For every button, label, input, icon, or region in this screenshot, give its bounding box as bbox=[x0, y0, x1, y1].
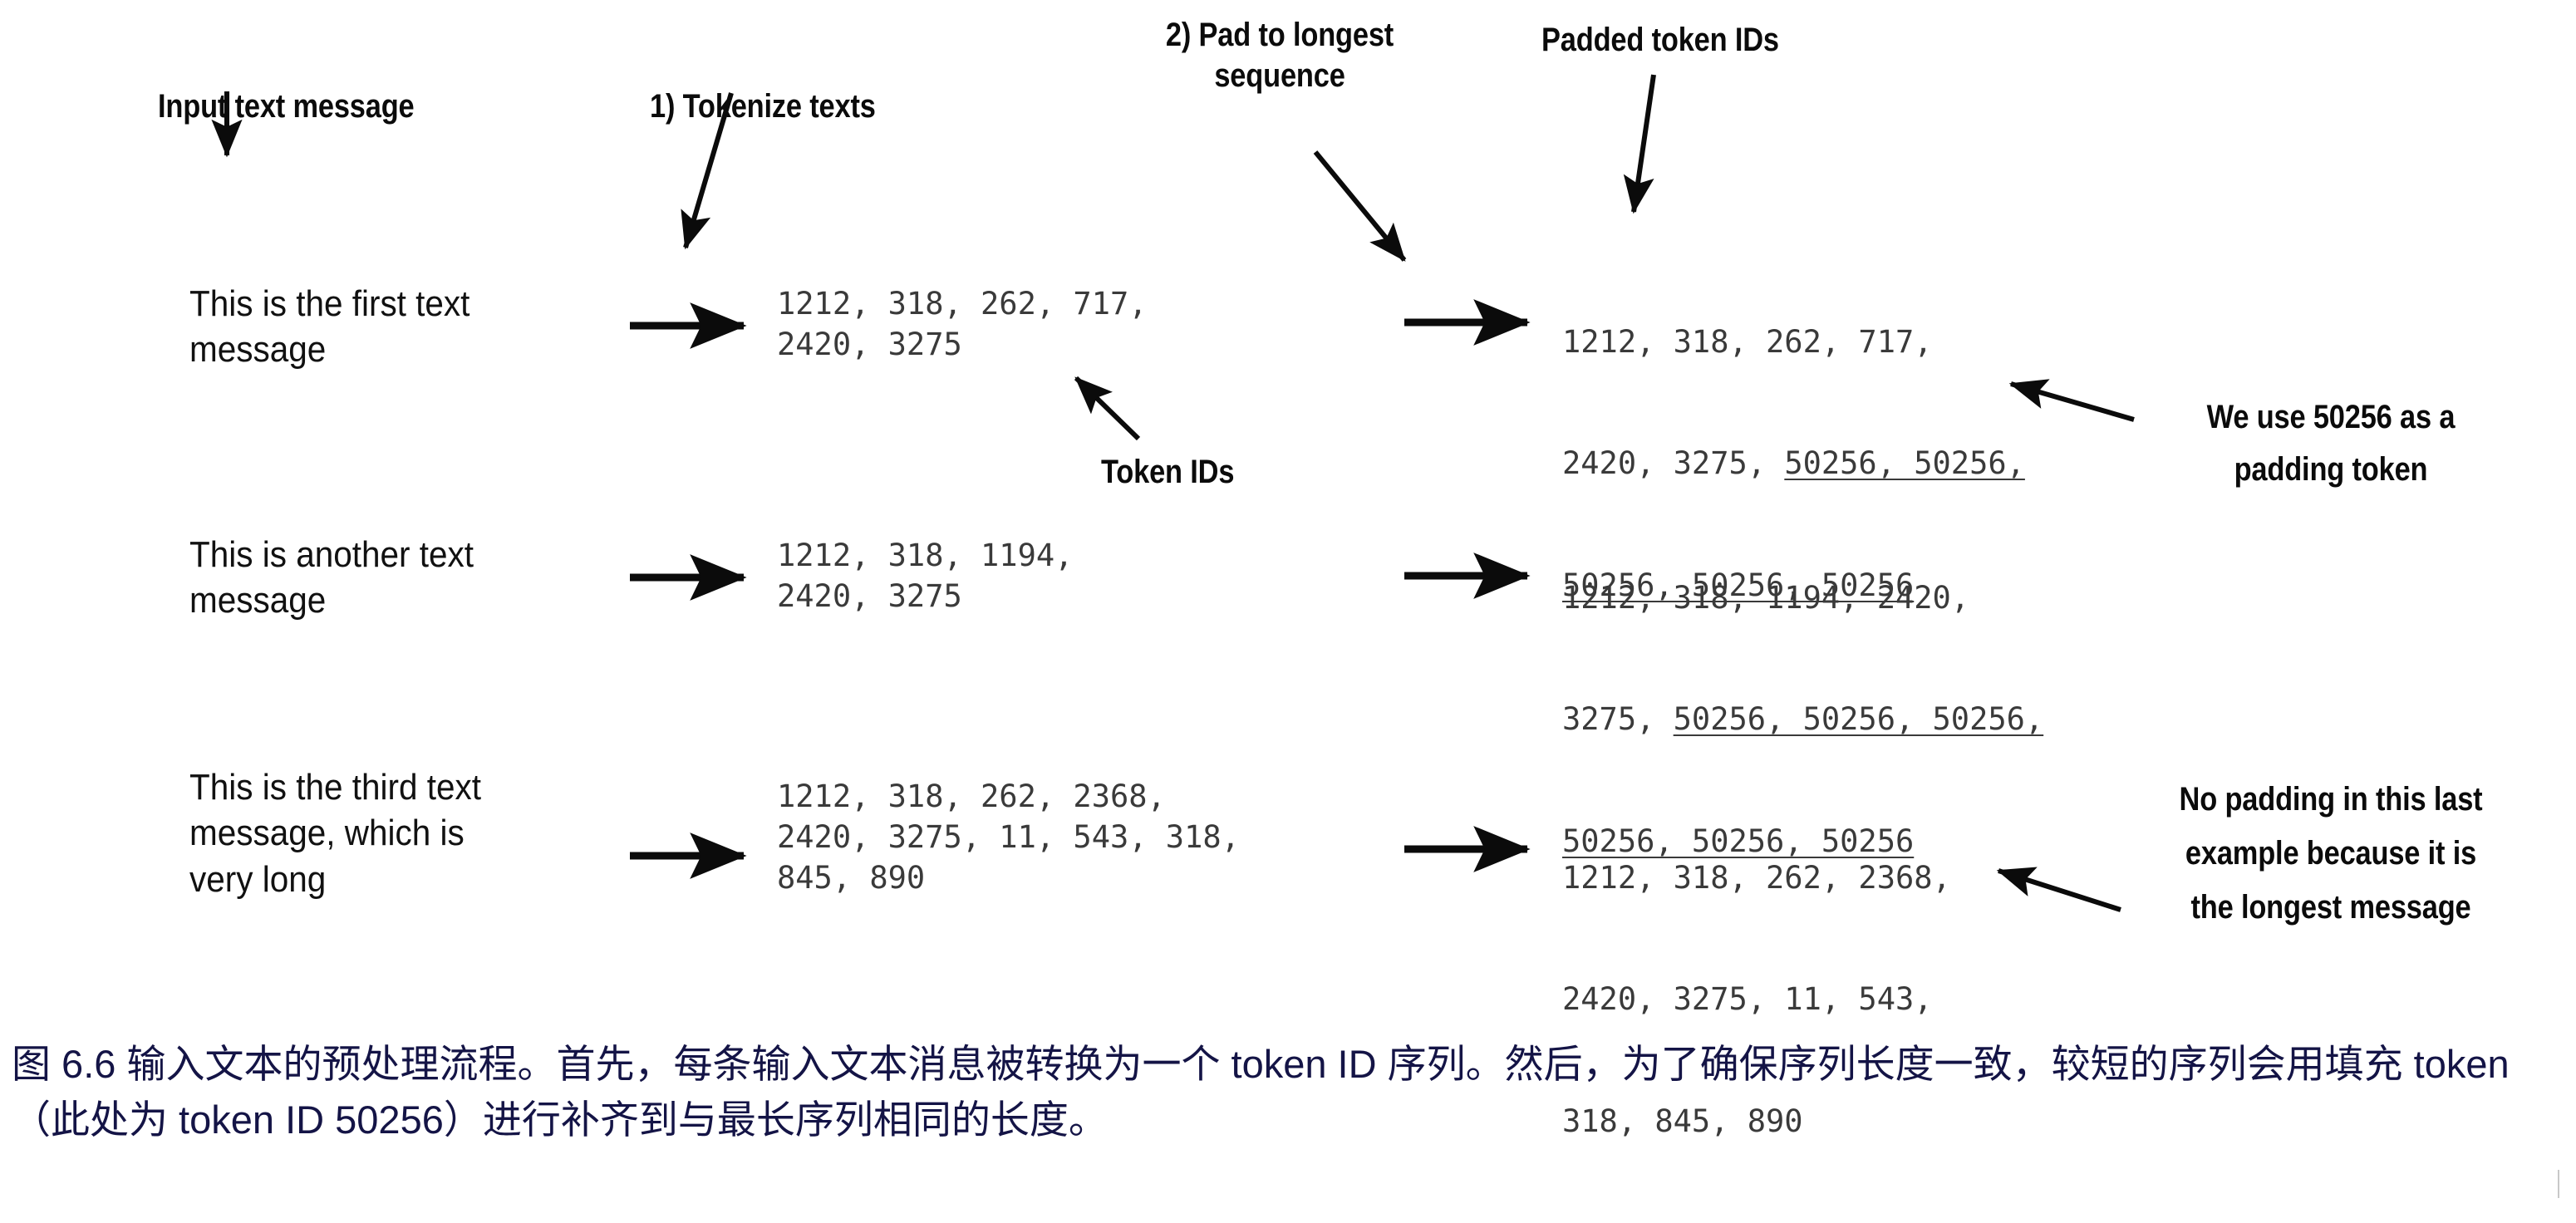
label-tokenize-texts: 1) Tokenize texts bbox=[650, 88, 876, 125]
arrow-padding-note bbox=[2008, 379, 2135, 422]
note-no-padding-line2: example because it is bbox=[2185, 834, 2477, 872]
message-text-row-2: This is another text message bbox=[189, 534, 474, 621]
padded-ids-row-1-line-2-padtokens: 50256, 50256, bbox=[1784, 445, 2025, 482]
arrow-pad-to-longest bbox=[1313, 150, 1407, 262]
label-pad-to-longest: 2) Pad to longest sequence bbox=[1105, 15, 1454, 96]
padded-ids-row-3-line-1: 1212, 318, 262, 2368, bbox=[1562, 859, 1951, 896]
label-pad-to-longest-line1: 2) Pad to longest bbox=[1165, 17, 1394, 53]
note-no-padding-line1: No padding in this last bbox=[2179, 781, 2483, 818]
padded-ids-row-2-line-3-padtokens: 50256, 50256, 50256 bbox=[1562, 823, 1915, 859]
padded-ids-row-2-line-2: 3275, 50256, 50256, 50256, bbox=[1562, 700, 2043, 740]
label-input-text-message: Input text message bbox=[158, 88, 415, 125]
padded-ids-row-1-line-3: 50256, 50256, 50256 bbox=[1562, 566, 2025, 607]
note-padding-token-line1: We use 50256 as a bbox=[2206, 399, 2456, 435]
message-text-row-1: This is the first text message bbox=[189, 283, 470, 371]
padded-ids-row-3-line-2: 2420, 3275, 11, 543, bbox=[1562, 981, 1933, 1018]
label-pad-to-longest-line2: sequence bbox=[1214, 56, 1345, 94]
arrow-token-ids bbox=[1074, 376, 1141, 441]
arrow-padded-token-ids bbox=[1623, 74, 1656, 214]
note-padding-token-line2: padding token bbox=[2234, 450, 2428, 488]
padded-ids-row-1-line-2-plain: 2420, 3275, bbox=[1562, 445, 1785, 482]
padded-token-ids-row-3: 1212, 318, 262, 2368, 2420, 3275, 11, 54… bbox=[1562, 777, 1951, 1223]
page-edge-hairline bbox=[2558, 1170, 2559, 1198]
token-ids-row-2: 1212, 318, 1194, 2420, 3275 bbox=[777, 538, 1074, 614]
padded-token-ids-row-1: 1212, 318, 262, 717, 2420, 3275, 50256, … bbox=[1562, 241, 2025, 687]
padded-ids-row-1-line-2: 2420, 3275, 50256, 50256, bbox=[1562, 444, 2025, 484]
label-token-ids: Token IDs bbox=[1101, 454, 1235, 490]
token-ids-row-3: 1212, 318, 262, 2368, 2420, 3275, 11, 54… bbox=[777, 778, 1240, 896]
padded-ids-row-1-line-3-padtokens: 50256, 50256, 50256 bbox=[1562, 567, 1915, 603]
padded-ids-row-2-line-2-padtokens: 50256, 50256, 50256, bbox=[1673, 701, 2044, 738]
padded-ids-row-3-line-3: 318, 845, 890 bbox=[1562, 1103, 1803, 1139]
padded-ids-row-2-line-3: 50256, 50256, 50256 bbox=[1562, 822, 2043, 862]
padded-ids-row-1-line-1: 1212, 318, 262, 717, bbox=[1562, 323, 1933, 360]
note-padding-token: We use 50256 as a padding token bbox=[2136, 397, 2526, 490]
figure-caption: 图 6.6 输入文本的预处理流程。首先，每条输入文本消息被转换为一个 token… bbox=[12, 1042, 2510, 1142]
padded-ids-row-2-line-2-plain: 3275, bbox=[1562, 701, 1674, 738]
token-ids-row-1: 1212, 318, 262, 717, 2420, 3275 bbox=[777, 286, 1148, 362]
note-no-padding: No padding in this last example because … bbox=[2123, 779, 2539, 927]
note-no-padding-line3: the longest message bbox=[2190, 888, 2471, 926]
padded-token-ids-row-2: 1212, 318, 1194, 2420, 3275, 50256, 5025… bbox=[1562, 497, 2043, 943]
padded-ids-row-2-line-1: 1212, 318, 1194, 2420, bbox=[1562, 579, 1970, 616]
message-text-row-3: This is the third text message, which is… bbox=[189, 767, 481, 900]
label-padded-token-ids: Padded token IDs bbox=[1541, 22, 1779, 58]
